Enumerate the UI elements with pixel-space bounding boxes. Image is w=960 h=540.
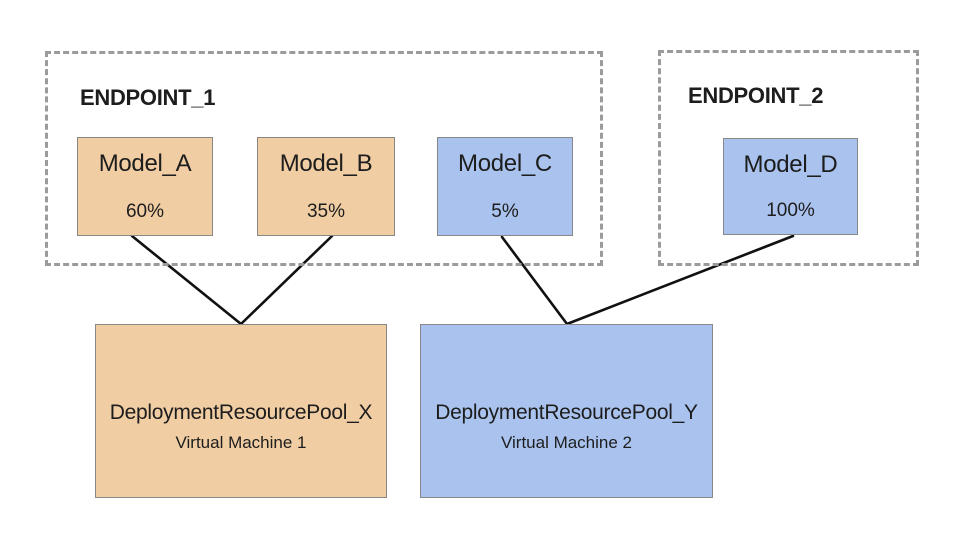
model-c-traffic-split: 5% <box>491 201 519 222</box>
endpoint-2-group: ENDPOINT_2 <box>658 50 919 266</box>
model-d-traffic-split: 100% <box>766 200 815 221</box>
pool-y-machine: Virtual Machine 2 <box>500 433 633 452</box>
model-c-name: Model_C <box>458 150 552 177</box>
connection-model-d-to-pool-y <box>565 234 795 326</box>
model-b-box: Model_B 35% <box>257 137 395 236</box>
pool-x-machine: Virtual Machine 1 <box>175 433 307 452</box>
model-a-box: Model_A 60% <box>77 137 213 236</box>
model-b-name: Model_B <box>279 150 373 177</box>
connection-model-b-to-pool-x <box>239 234 334 326</box>
model-a-traffic-split: 60% <box>125 201 165 222</box>
model-b-traffic-split: 35% <box>306 201 346 222</box>
endpoint-1-label: ENDPOINT_1 <box>80 85 216 110</box>
endpoint-2-label: ENDPOINT_2 <box>688 83 824 108</box>
connection-model-c-to-pool-y <box>500 235 569 326</box>
endpoint-1-group: ENDPOINT_1 <box>45 51 603 266</box>
pool-y-name: DeploymentResourcePool_Y <box>435 401 698 424</box>
model-d-box: Model_D 100% <box>723 138 858 235</box>
connection-model-a-to-pool-x <box>130 234 243 326</box>
deployment-resource-pool-y-box: DeploymentResourcePool_Y Virtual Machine… <box>420 324 713 498</box>
pool-x-name: DeploymentResourcePool_X <box>109 401 373 424</box>
model-d-name: Model_D <box>743 151 838 178</box>
model-c-box: Model_C 5% <box>437 137 573 236</box>
deployment-resource-pool-x-box: DeploymentResourcePool_X Virtual Machine… <box>95 324 387 498</box>
model-a-name: Model_A <box>98 150 192 177</box>
